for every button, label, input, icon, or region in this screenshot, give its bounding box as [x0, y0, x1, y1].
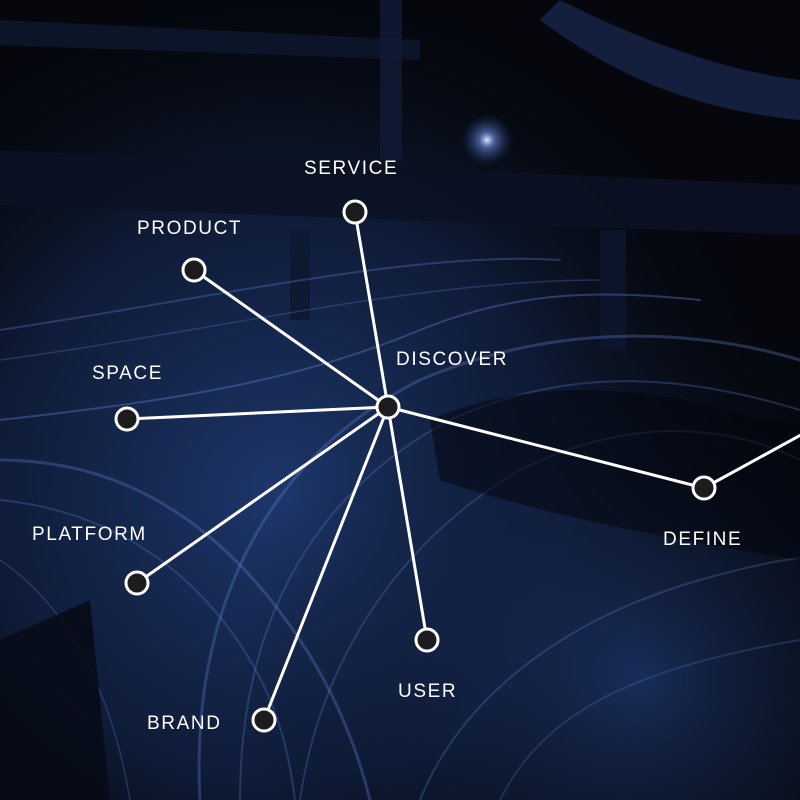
label-platform: PLATFORM	[32, 524, 147, 545]
node-define[interactable]	[691, 475, 717, 501]
node-space[interactable]	[114, 406, 140, 432]
label-define: DEFINE	[663, 529, 742, 550]
node-product[interactable]	[181, 257, 207, 283]
node-user[interactable]	[414, 627, 440, 653]
label-product: PRODUCT	[137, 218, 242, 239]
edge-discover-product	[192, 268, 390, 409]
network-labels: DISCOVER SERVICE PRODUCT SPACE PLATFORM …	[32, 158, 742, 734]
label-brand: BRAND	[147, 713, 222, 734]
edge-define-offscreen	[702, 433, 800, 490]
edge-discover-platform	[135, 405, 390, 585]
node-brand[interactable]	[251, 707, 277, 733]
node-discover[interactable]	[375, 394, 401, 420]
label-space: SPACE	[92, 363, 163, 384]
edge-discover-service	[353, 210, 390, 409]
edge-discover-brand	[262, 405, 390, 722]
label-user: USER	[398, 681, 457, 702]
network-nodes	[114, 199, 717, 733]
label-service: SERVICE	[304, 158, 398, 179]
node-platform[interactable]	[124, 570, 150, 596]
node-service[interactable]	[342, 199, 368, 225]
network-edges	[125, 210, 800, 722]
edge-discover-space	[125, 405, 390, 421]
edge-discover-user	[386, 405, 429, 642]
edge-discover-define	[386, 405, 706, 490]
label-discover: DISCOVER	[396, 349, 508, 370]
